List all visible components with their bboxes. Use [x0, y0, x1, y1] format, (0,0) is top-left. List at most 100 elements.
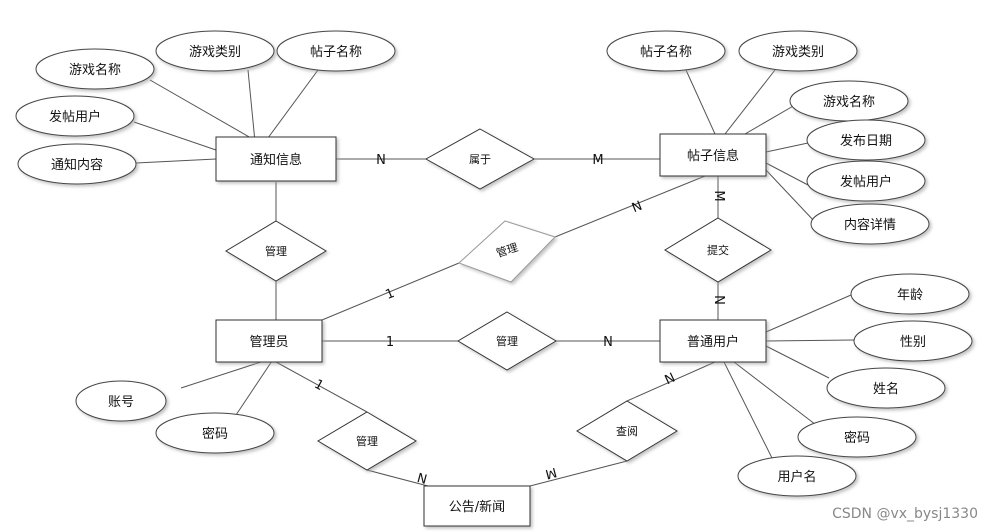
attr-post-publish-date-shape	[806, 119, 926, 161]
attr-notice-content-shape	[17, 143, 137, 185]
attr-user-name: 姓名	[873, 381, 899, 397]
entity-shapes	[215, 133, 767, 527]
attr-post-post-name: 帖子名称	[640, 44, 692, 60]
connector-user-age	[765, 294, 852, 333]
connector-admin-password	[235, 360, 273, 416]
entity-user-shape	[659, 319, 767, 363]
rel-submit: 提交	[707, 243, 729, 257]
attr-user-password-shape	[797, 416, 917, 458]
connector-post-publish-date	[765, 142, 809, 153]
entity-post-shape	[659, 133, 767, 177]
entity-user: 普通用户	[687, 334, 739, 350]
attr-user-name-shape	[826, 367, 946, 409]
rel-manage-notice: 管理	[265, 244, 287, 258]
attr-admin-password: 密码	[202, 426, 228, 442]
attr-post-poster-shape	[806, 160, 926, 202]
watermark-text: CSDN @vx_bysj1330	[832, 506, 978, 522]
attr-post-game-name: 游戏名称	[823, 94, 875, 110]
attr-admin-password-shape	[155, 412, 275, 454]
rel-query-shape	[576, 400, 678, 462]
attr-notice-poster: 发帖用户	[49, 109, 101, 125]
attr-post-game-type-shape	[738, 30, 858, 72]
connector-notice-poster	[133, 121, 217, 151]
attr-post-game-type: 游戏类别	[772, 45, 824, 60]
attr-user-gender-shape	[853, 320, 973, 362]
attr-user-age: 年龄	[897, 288, 923, 303]
connector-news-query	[529, 460, 628, 487]
rel-manage-notice-shape	[225, 220, 327, 282]
attr-notice-content: 通知内容	[51, 157, 103, 173]
connector-notice-post-name	[264, 69, 319, 143]
connector-notice-content	[135, 158, 217, 164]
card-admin-manage-user: 1	[386, 335, 394, 350]
attr-notice-game-type: 游戏类别	[189, 45, 241, 60]
rel-query: 查阅	[616, 424, 638, 438]
connector-admin-account	[180, 360, 265, 389]
connector-user-password	[733, 361, 821, 429]
rel-manage-user: 管理	[496, 334, 518, 348]
entity-news-shape	[423, 485, 531, 527]
connector-admin-manage-post	[321, 262, 460, 321]
attr-notice-post-name: 帖子名称	[310, 44, 362, 60]
attr-admin-account: 账号	[108, 395, 134, 410]
attr-post-poster: 发帖用户	[840, 174, 892, 190]
attr-post-publish-date: 发布日期	[840, 133, 892, 149]
entity-notice-shape	[215, 136, 337, 182]
rel-manage-news: 管理	[356, 434, 378, 448]
attribute-shapes	[15, 30, 973, 497]
rel-belongs-shape	[424, 128, 536, 190]
entity-admin: 管理员	[249, 335, 288, 350]
attr-user-password: 密码	[844, 430, 870, 446]
connector-post-post-name	[685, 69, 716, 135]
attr-notice-poster-shape	[15, 95, 135, 137]
connector-post-game-name	[744, 104, 796, 135]
attr-notice-post-name-shape	[276, 30, 396, 72]
entity-news: 公告/新闻	[449, 499, 505, 515]
attr-post-post-name-shape	[606, 30, 726, 72]
entity-post: 帖子信息	[687, 148, 739, 164]
card-submit-user: N	[711, 295, 726, 305]
attr-post-detail: 内容详情	[844, 217, 896, 233]
connector-user-username	[723, 361, 775, 463]
connector-post-poster	[765, 162, 809, 186]
attr-notice-game-type-shape	[155, 30, 275, 72]
connector-manage-news-news	[366, 469, 429, 487]
attr-post-detail-shape	[810, 203, 930, 245]
card-news-query: M	[544, 464, 559, 481]
card-notice-belongs: N	[376, 153, 386, 168]
rel-manage-post-shape	[458, 220, 556, 283]
connector-manage-post-post	[554, 175, 706, 238]
connector-post-detail	[765, 169, 816, 223]
connector-notice-game-type	[247, 69, 256, 143]
connectors	[133, 69, 855, 487]
connector-notice-game-name	[149, 79, 259, 143]
connector-query-user	[626, 361, 716, 402]
rel-manage-news-shape	[317, 411, 417, 471]
connector-admin-manage-news	[275, 361, 368, 413]
attr-user-username: 用户名	[777, 469, 816, 485]
card-admin-manage-news: 1	[312, 377, 326, 394]
card-manage-news-news: N	[415, 471, 428, 488]
card-manage-user-user: N	[603, 335, 613, 350]
card-belongs-post: M	[592, 153, 603, 168]
rel-belongs: 属于	[469, 153, 491, 166]
connector-post-game-type	[724, 69, 776, 135]
connector-user-gender	[765, 339, 855, 342]
entity-notice: 通知信息	[250, 152, 302, 168]
card-admin-manage-post: 1	[384, 286, 397, 303]
connector-user-name	[765, 345, 830, 379]
attr-notice-game-name: 游戏名称	[69, 62, 121, 78]
card-post-submit: M	[711, 190, 726, 201]
entity-admin-shape	[215, 319, 323, 363]
rel-submit-shape	[664, 217, 772, 283]
attr-admin-account-shape	[75, 380, 167, 422]
attr-notice-game-name-shape	[35, 48, 155, 90]
attr-user-age-shape	[850, 273, 970, 315]
card-query-user: N	[663, 371, 678, 389]
relationship-shapes	[225, 128, 772, 471]
attr-user-username-shape	[737, 455, 857, 497]
attr-user-gender: 性别	[900, 335, 926, 350]
rel-manage-post: 管理	[494, 240, 519, 260]
